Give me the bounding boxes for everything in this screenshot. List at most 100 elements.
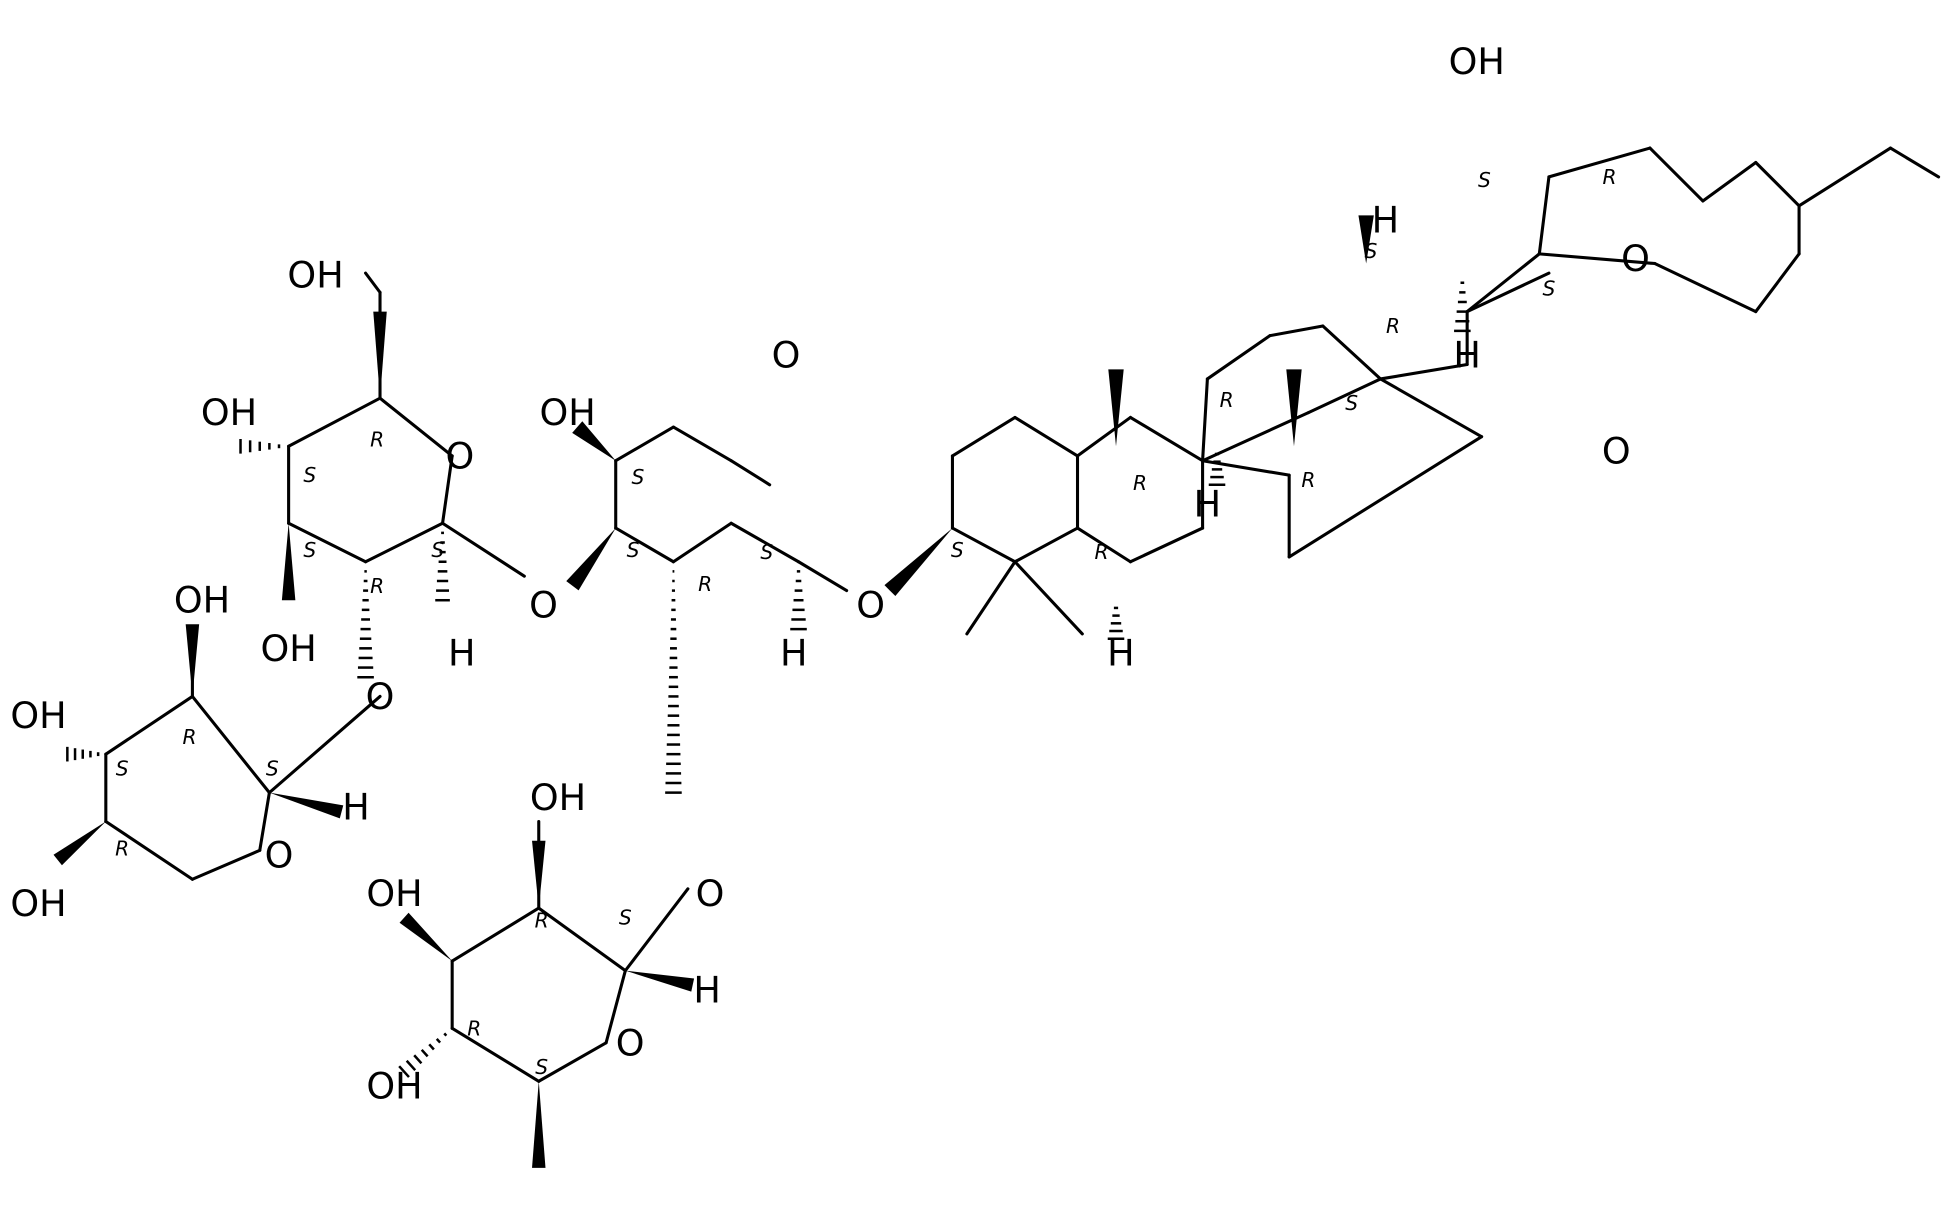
bond-47 <box>614 526 675 564</box>
bond-9 <box>1128 415 1205 463</box>
bond-1 <box>950 526 1017 564</box>
atom-OH-sugar2-bottom: OH <box>260 627 316 670</box>
wedge-bond-67 <box>281 523 296 601</box>
bond-59 <box>287 396 382 448</box>
hash-stroke <box>413 1054 423 1065</box>
stereo-label-112: S <box>303 463 316 487</box>
bond-61 <box>287 521 368 564</box>
stereo-label-108: R <box>698 572 712 596</box>
wedge-bond-80 <box>53 821 106 866</box>
hash-stroke <box>443 1032 448 1037</box>
atom-OH-sugar2-top: OH <box>287 254 343 297</box>
wedge-bond-81 <box>269 792 344 819</box>
atom-O-ring-sugar1: O <box>772 333 801 376</box>
hash-bond-40 <box>1107 606 1125 640</box>
bond-16 <box>1201 411 1310 463</box>
bond-13 <box>1268 324 1325 338</box>
bond-95 <box>623 887 690 973</box>
stereo-label-113: S <box>303 538 316 562</box>
bond-62 <box>364 521 445 564</box>
bond-28 <box>1754 160 1801 208</box>
wedge-bond-56 <box>566 528 616 591</box>
stereo-label-99: R <box>1220 388 1234 412</box>
hash-bond-54 <box>665 570 682 794</box>
wedge-bond-42 <box>1358 215 1374 264</box>
atom-H-ring-C: H <box>1372 199 1399 242</box>
stereo-label-106: S <box>1543 277 1556 301</box>
atom-H-ring-D: H <box>1453 333 1480 376</box>
stereo-label-102: R <box>1386 314 1400 338</box>
atom-OH-sugar1: OH <box>539 391 595 434</box>
stereo-label-116: S <box>116 757 129 781</box>
bond-87 <box>537 1041 608 1083</box>
wedge-bond-93 <box>532 1081 546 1168</box>
bond-75 <box>190 848 262 881</box>
bond-89 <box>537 906 627 973</box>
hash-stroke <box>428 1043 435 1051</box>
atom-OH-sugar3-top: OH <box>174 579 230 622</box>
stereo-label-97: R <box>1095 540 1109 564</box>
bond-72 <box>104 694 194 756</box>
hash-bond-43 <box>1454 281 1471 333</box>
bond-46 <box>671 521 733 564</box>
atom-H-sugar2: H <box>448 632 475 675</box>
atom-H-ring-B: H <box>1194 483 1221 526</box>
bond-63 <box>441 454 454 525</box>
bond-12 <box>1205 334 1272 381</box>
bond-57 <box>364 271 382 294</box>
bond-5 <box>950 415 1017 458</box>
stereo-label-107: S <box>627 538 640 562</box>
stereo-label-110: S <box>631 465 644 489</box>
bond-45 <box>729 521 801 564</box>
atom-O-ring-sugar4: O <box>616 1021 645 1064</box>
wedge-bond-38 <box>1108 369 1124 447</box>
stereo-label-109: S <box>760 540 773 564</box>
bond-30 <box>1754 252 1801 314</box>
hash-stroke <box>405 1059 417 1072</box>
hash-bond-41 <box>1208 452 1226 487</box>
bond-25 <box>1547 146 1652 179</box>
bond-88 <box>604 969 627 1045</box>
atom-H-sugar3: H <box>342 786 369 829</box>
stereo-label-100: R <box>1301 468 1315 492</box>
wedge-bond-55 <box>572 421 616 461</box>
atom-O-ether-bridge: O <box>1602 430 1631 473</box>
bond-50 <box>671 425 733 463</box>
stereo-label-119: S <box>266 757 279 781</box>
bond-7 <box>1128 526 1205 564</box>
bond-36 <box>1013 560 1084 636</box>
atom-H-sugar4: H <box>693 968 720 1011</box>
stereo-label-122: S <box>535 1055 548 1079</box>
bond-10 <box>1075 415 1132 458</box>
atom-H-sugar1: H <box>780 632 807 675</box>
atom-O-glycosidic-4: O <box>696 872 725 915</box>
hash-stroke <box>420 1048 429 1058</box>
atom-OH-sugar3-left: OH <box>10 694 66 737</box>
bond-82 <box>267 694 382 795</box>
atom-O-glycosidic-1: O <box>856 584 885 627</box>
stereo-label-120: R <box>535 909 549 933</box>
stereo-label-105: R <box>1603 165 1617 189</box>
stereo-label-123: S <box>619 906 632 930</box>
atom-O-ring-E: O <box>1621 237 1650 280</box>
hash-stroke <box>398 1065 410 1078</box>
atom-O-glycosidic-2: O <box>529 584 558 627</box>
atom-OH-sugar3-bottom: OH <box>10 882 66 925</box>
atom-O-glycosidic-3: O <box>366 675 395 718</box>
bond-84 <box>450 906 541 963</box>
bond-24 <box>1537 175 1551 256</box>
wedge-bond-91 <box>399 912 453 962</box>
wedge-bond-65 <box>373 311 387 399</box>
bond-76 <box>258 791 271 852</box>
bond-11 <box>1201 377 1209 463</box>
hash-stroke <box>435 1038 442 1044</box>
atom-OH-C20: OH <box>1449 40 1505 83</box>
stereo-label-103: S <box>1365 239 1378 263</box>
bond-35 <box>965 560 1017 636</box>
bond-32 <box>1537 252 1657 266</box>
bond-37 <box>1465 271 1551 314</box>
stereo-label-115: S <box>431 538 444 562</box>
atom-OH-sugar4-left: OH <box>366 872 422 915</box>
bond-6 <box>1075 526 1132 564</box>
